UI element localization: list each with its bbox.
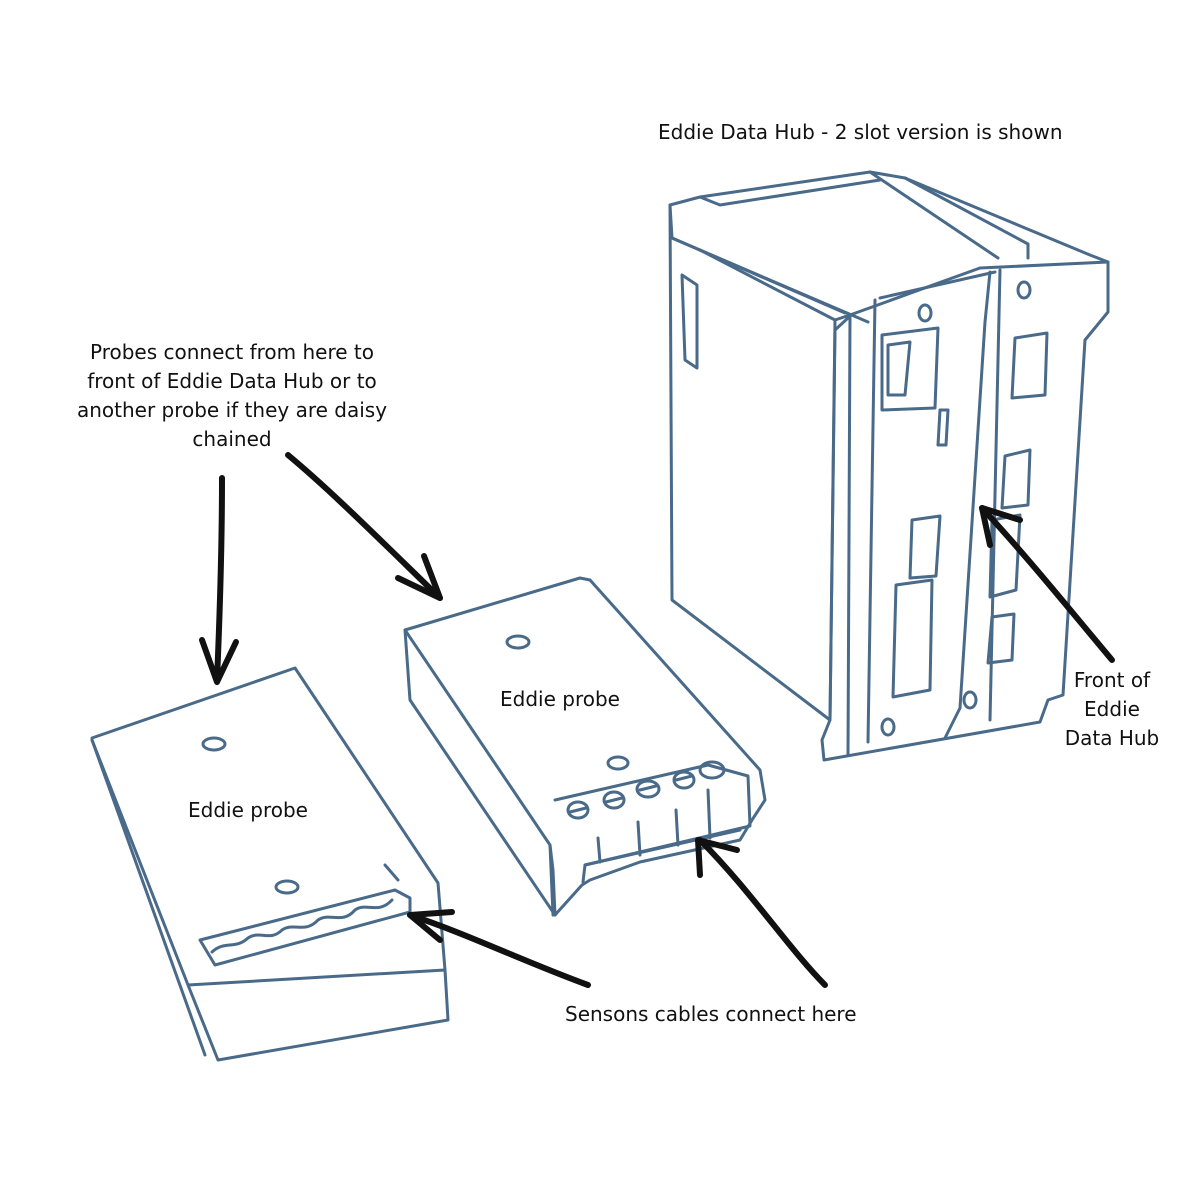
hub-front-label: Front of Eddie Data Hub <box>1064 668 1160 750</box>
sensors-cables-label: Sensons cables connect here <box>565 1002 857 1026</box>
center-probe-label: Eddie probe <box>500 687 620 711</box>
hub-title-label: Eddie Data Hub - 2 slot version is shown <box>658 120 1063 144</box>
arrow-hub-front <box>979 505 1115 663</box>
probes-connect-label: Probes connect from here to front of Edd… <box>76 340 388 451</box>
arrow-probes-diagonal <box>285 452 443 601</box>
arrow-sensors-left-probe <box>407 909 591 988</box>
eddie-data-hub-drawing <box>668 170 1110 762</box>
left-probe-label: Eddie probe <box>188 798 308 822</box>
center-probe-drawing <box>403 576 767 917</box>
left-probe-drawing <box>90 666 450 1062</box>
arrow-probes-down <box>199 475 239 685</box>
arrow-sensors-center-probe <box>695 837 828 988</box>
